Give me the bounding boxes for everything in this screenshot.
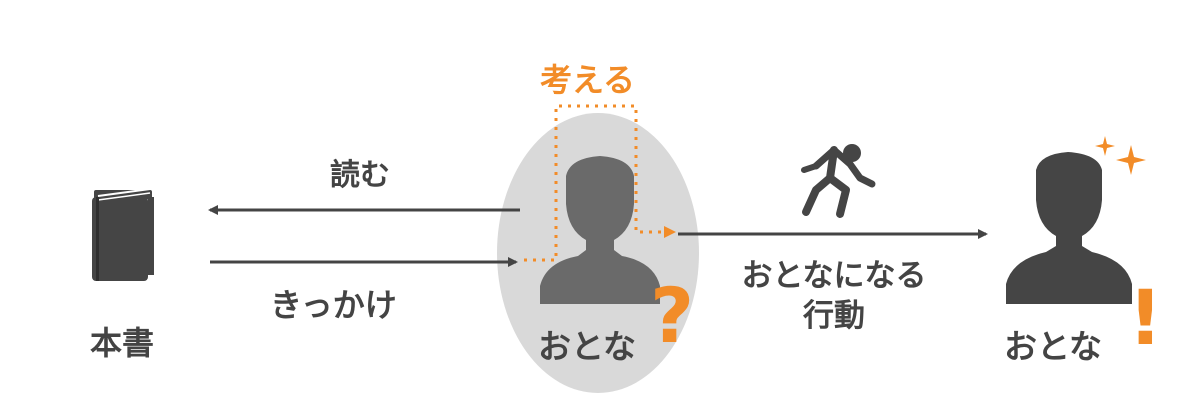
adult-question-label: おとな: [538, 327, 637, 366]
action-label: おとなになる 行動: [712, 256, 956, 336]
question-mark: ?: [650, 271, 695, 360]
trigger-label: きっかけ: [270, 286, 397, 324]
person-silhouette-icon: [540, 156, 660, 304]
adult-final-label: おとな: [1004, 327, 1103, 366]
book-label: 本書: [90, 324, 155, 362]
sparkle-icon: [1095, 136, 1146, 175]
book-icon: [92, 188, 154, 281]
action-label-line2: 行動: [803, 298, 865, 334]
thinking-loop-path: [524, 104, 664, 262]
read-label: 読む: [330, 158, 390, 193]
action-label-line1: おとなになる: [741, 258, 927, 294]
running-person-icon: [801, 144, 876, 218]
person-silhouette-icon: [1006, 152, 1132, 304]
thinking-loop-arrowhead: [664, 226, 676, 238]
exclamation-mark: !: [1128, 273, 1163, 362]
think-label: 考える: [540, 61, 636, 99]
